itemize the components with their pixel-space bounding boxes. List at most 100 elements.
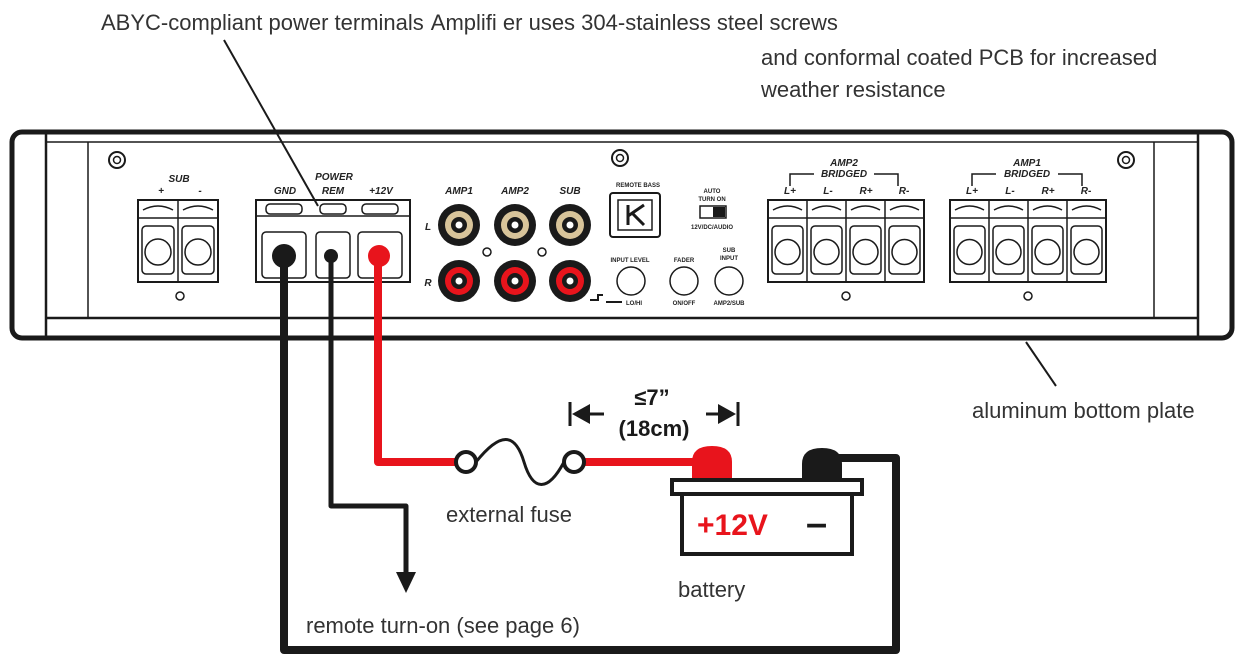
bottom-plate-leader-line	[1025, 341, 1057, 387]
gnd-label: GND	[274, 186, 296, 197]
battery-negative-label: –	[806, 503, 827, 545]
rca-amp2-label: AMP2	[500, 186, 529, 197]
sub-input-label-1: SUB	[723, 248, 736, 254]
input-level-label: INPUT LEVEL	[610, 258, 649, 264]
amp1-lplus-label: L+	[966, 186, 978, 197]
auto-turn-on-label-1: AUTO	[704, 189, 721, 195]
rca-jack-r-1-pin	[455, 277, 463, 285]
amp1-lminus-label: L-	[1005, 186, 1015, 197]
distance-metric-label: (18cm)	[619, 416, 690, 441]
terminals-callout: ABYC-compliant power terminals	[101, 10, 424, 35]
amp1-led	[1023, 291, 1033, 301]
amp1-terminal-socket-hole	[1034, 238, 1061, 266]
rca-sub-label: SUB	[559, 186, 580, 197]
auto-turn-on-switch-knob	[713, 207, 725, 217]
amp1-bridged-bracket	[971, 173, 1083, 186]
fuse-callout: external fuse	[446, 502, 572, 527]
screws-callout-line3: weather resistance	[760, 77, 946, 102]
ground-wire	[280, 256, 900, 654]
battery-positive-post	[692, 446, 732, 478]
rem-wire-end	[324, 249, 338, 263]
amp1-rminus-label: R-	[1081, 186, 1092, 197]
sub-terminal-socket-hole	[184, 238, 212, 266]
rem-label: REM	[322, 186, 345, 197]
sub-input-knob	[714, 266, 744, 296]
distance-left-arrow-icon	[572, 404, 590, 424]
amp1-terminal-block	[949, 199, 1107, 283]
battery-positive-label: +12V	[697, 509, 768, 542]
gnd-wire-end	[272, 244, 296, 268]
v12-screw	[361, 203, 399, 215]
amp2-terminal-block	[767, 199, 925, 283]
remote-bass-label: REMOTE BASS	[616, 183, 660, 189]
amp1-terminal-screw	[1032, 205, 1063, 211]
amp1-speaker-terminal: AMP1 BRIDGED L+ L- R+ R-	[949, 158, 1107, 301]
distance-right-arrow-icon	[718, 404, 736, 424]
sub-speaker-terminal: SUB + -	[137, 174, 219, 301]
input-level-range-icon	[590, 294, 622, 303]
amp2-terminal-screw	[850, 205, 881, 211]
amp2-lplus-label: L+	[784, 186, 796, 197]
amp1-terminal-socket-hole	[1073, 238, 1100, 266]
sub-input-sub-label: AMP2/SUB	[713, 301, 745, 307]
distance-max-label: ≤7”	[634, 385, 669, 410]
amp1-bridged-label: BRIDGED	[1004, 169, 1050, 180]
external-fuse	[454, 438, 586, 486]
rca-jack-l-1-pin	[455, 221, 463, 229]
amp2-speaker-terminal: AMP2 BRIDGED L+ L- R+ R-	[767, 158, 925, 301]
remote-wire-arrow-icon	[396, 572, 416, 593]
amp2-led	[841, 291, 851, 301]
amp2-terminal-socket-hole	[891, 238, 918, 266]
amp2-bridged-bracket	[789, 173, 899, 186]
rem-screw	[319, 203, 347, 215]
screws-callout-line2: and conformal coated PCB for increased	[761, 45, 1157, 70]
amp2-lminus-label: L-	[823, 186, 833, 197]
auto-turn-on-label-3: 12V/DC/AUDIO	[691, 225, 733, 231]
power-header: POWER	[315, 172, 354, 183]
rca-jack-l-2-pin	[511, 221, 519, 229]
sub-terminal-led	[175, 291, 185, 301]
amp2-terminal-socket-hole	[852, 238, 879, 266]
remote-wire	[328, 256, 409, 574]
amp2-rplus-label: R+	[859, 186, 872, 197]
rca-led-1	[482, 247, 492, 257]
gnd-screw	[265, 203, 303, 215]
amp2-label: AMP2	[829, 158, 858, 169]
v12-wire-end	[368, 245, 390, 267]
rca-jack-l-3-pin	[566, 221, 574, 229]
amp1-rplus-label: R+	[1041, 186, 1054, 197]
amp1-terminal-screw	[954, 205, 985, 211]
battery: +12V –	[670, 446, 864, 556]
battery-callout: battery	[678, 577, 745, 602]
sub-terminal-screw	[182, 205, 214, 211]
remote-callout: remote turn-on (see page 6)	[306, 613, 580, 638]
rca-r-label: R	[424, 278, 432, 289]
fader-sub-label: ON/OFF	[673, 301, 696, 307]
sub-terminal-minus-label: -	[198, 186, 202, 197]
bottom-plate-callout: aluminum bottom plate	[972, 398, 1195, 423]
fader-label: FADER	[674, 258, 695, 264]
rca-jack-grid	[438, 204, 591, 302]
amp2-rminus-label: R-	[899, 186, 910, 197]
rca-inputs: AMP1 AMP2 SUB L R	[424, 186, 591, 302]
battery-negative-post	[802, 448, 842, 478]
sub-terminal-header: SUB	[168, 174, 189, 185]
auto-turn-on-label-2: TURN ON	[698, 197, 725, 203]
battery-top-cap	[670, 478, 864, 496]
rca-amp1-label: AMP1	[444, 186, 473, 197]
fuse-terminal-left	[454, 450, 478, 474]
positive-wire-to-fuse	[374, 256, 456, 466]
sub-terminal-screw	[142, 205, 174, 211]
input-level-sub-label: LO/HI	[626, 301, 642, 307]
sub-terminal-block	[137, 199, 219, 283]
amp1-terminal-screw	[1071, 205, 1102, 211]
terminals-leader-line	[223, 39, 319, 207]
mount-screw-left	[108, 151, 126, 169]
screws-callout-line1: Amplifi er uses 304-stainless steel scre…	[431, 10, 838, 35]
input-level-knob	[616, 266, 646, 296]
amp2-terminal-screw	[772, 205, 803, 211]
control-section: REMOTE BASS AUTO TURN ON 12V/DC/AUDIO IN…	[590, 183, 745, 307]
amp1-terminal-socket-hole	[956, 238, 983, 266]
mount-screw-right	[1117, 151, 1135, 169]
amp1-label: AMP1	[1012, 158, 1041, 169]
